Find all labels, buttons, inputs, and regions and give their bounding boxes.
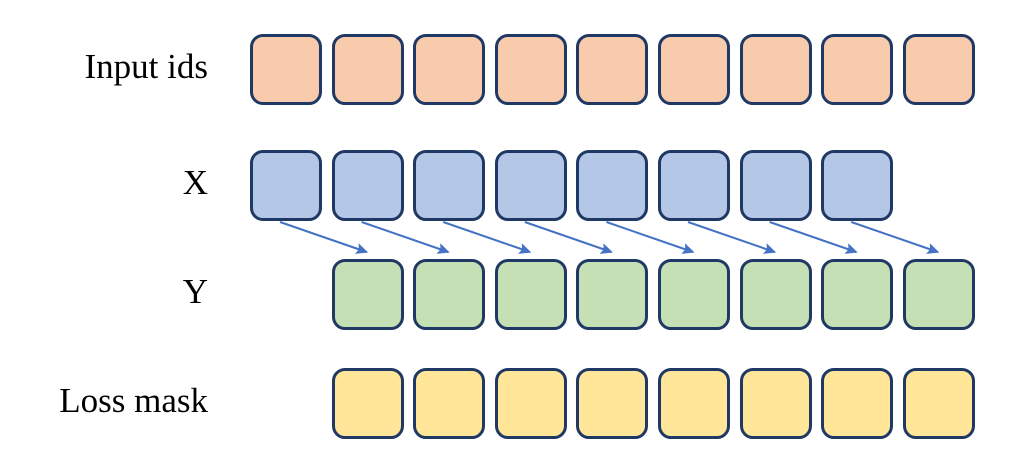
shift-arrow-1 [361,221,450,254]
token-box-y-0 [331,259,404,330]
shift-arrow-2 [442,221,532,254]
token-box-y-4 [658,259,730,330]
token-box-input-ids-6 [739,34,812,105]
token-box-y-5 [739,259,812,330]
token-box-loss-mask-1 [413,368,486,439]
token-box-loss-mask-2 [494,368,567,439]
token-box-loss-mask-5 [739,368,812,439]
token-box-x-7 [821,150,894,221]
token-box-x-3 [494,150,567,221]
shift-arrow-4 [606,221,695,254]
row-label-x: X [182,163,208,202]
token-box-y-3 [576,259,649,330]
shift-arrow-3 [524,221,613,254]
token-box-loss-mask-6 [821,368,894,439]
token-box-loss-mask-7 [902,368,975,439]
row-label-y: Y [182,272,208,311]
token-box-x-4 [576,150,649,221]
token-box-loss-mask-4 [658,368,730,439]
shift-arrow-0 [279,221,369,254]
token-box-input-ids-8 [902,34,975,105]
token-box-input-ids-3 [494,34,567,105]
token-box-y-2 [494,259,567,330]
shift-arrow-7 [850,221,940,254]
token-box-x-6 [739,150,812,221]
token-box-input-ids-0 [250,34,322,105]
token-box-input-ids-7 [821,34,894,105]
shift-arrow-6 [769,221,858,254]
token-box-input-ids-5 [658,34,730,105]
token-box-x-1 [331,150,404,221]
token-box-x-5 [658,150,730,221]
shift-arrow-5 [687,221,777,254]
token-box-input-ids-4 [576,34,649,105]
token-box-y-1 [413,259,486,330]
token-box-input-ids-2 [413,34,486,105]
token-box-loss-mask-0 [331,368,404,439]
row-label-loss-mask: Loss mask [59,381,208,420]
row-label-input-ids: Input ids [84,47,208,86]
token-box-loss-mask-3 [576,368,649,439]
token-box-input-ids-1 [331,34,404,105]
token-box-x-2 [413,150,486,221]
token-box-y-6 [821,259,894,330]
token-box-x-0 [250,150,322,221]
token-box-y-7 [902,259,975,330]
